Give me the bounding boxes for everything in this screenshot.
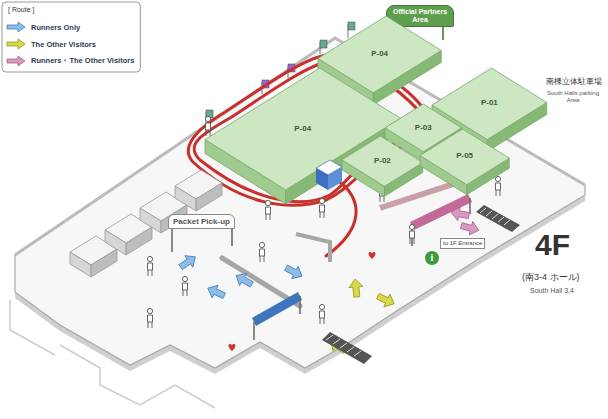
legend-arrow (6, 55, 26, 67)
kiosk-left (316, 168, 328, 190)
sign-text: Packet Pick-up (173, 217, 230, 226)
booth-label: P-01 (481, 99, 498, 108)
flag-icon (320, 40, 327, 48)
person-figure (409, 224, 414, 244)
runner-arrow (177, 251, 200, 273)
runner-arrow (233, 269, 256, 290)
arch-sign: Official Partners Area (386, 5, 454, 27)
banner-post (299, 296, 301, 314)
floor-slab (15, 38, 585, 368)
person-figure (259, 242, 264, 262)
runner-banner (252, 292, 302, 326)
legend-arrow (6, 38, 26, 50)
label-slot: [ Route ] (8, 6, 34, 14)
lower-level-outline (10, 300, 55, 355)
map-label: South Hall 3,4 (530, 287, 574, 295)
banner-post (469, 198, 471, 214)
info-icon: i (425, 251, 439, 265)
person-figure (147, 308, 152, 328)
map-label: 4F (535, 230, 570, 260)
person-figure (205, 116, 210, 136)
map-label: (南3-4 ホール) (522, 272, 580, 282)
escalator-steps (326, 335, 361, 356)
flag-icon (348, 22, 355, 30)
booth-block: P-02 (342, 136, 423, 196)
map-label: [ Route ] (8, 6, 34, 14)
person-figure (495, 176, 500, 196)
shared-arrows (450, 206, 481, 238)
visitor-arrow (348, 278, 364, 297)
booth-label: P-02 (374, 157, 391, 166)
escalator (322, 205, 520, 364)
booth-label: P-04 (371, 50, 388, 59)
map-label: 南棟立体駐車場 (546, 78, 602, 87)
shared-arrow (450, 206, 470, 223)
person-figure (319, 198, 324, 218)
legend-row: Runners・The Other Visitors (6, 55, 134, 67)
label-slot: South Hall 3,4 (530, 287, 574, 295)
escalator-steps (480, 208, 510, 225)
legend-frame (2, 2, 140, 72)
booth-top (420, 129, 509, 185)
booth-shape (420, 129, 509, 195)
legend-arrow-shape (7, 22, 25, 32)
legend-text: Runners Only (31, 23, 80, 32)
legend-text: Runners・The Other Visitors (31, 56, 134, 66)
legend-arrow-shape (7, 39, 25, 49)
escalator-body (476, 205, 520, 232)
booth-label: P-04 (294, 125, 311, 134)
person-figure (265, 200, 270, 220)
label-slot: South Halls parking Area (546, 90, 600, 104)
partition-wall (296, 234, 330, 262)
legend-arrow (6, 21, 26, 33)
runner-arrow (205, 282, 227, 302)
booth-block: P-05 (420, 129, 509, 195)
lower-level-outline (60, 345, 215, 408)
booth-top (342, 136, 423, 186)
label-slot: to 1F Entrance (440, 238, 485, 249)
runner-arrow (283, 262, 305, 283)
direction-tag: to 1F Entrance (440, 238, 485, 249)
person-figure (182, 276, 187, 296)
legend-text: The Other Visitors (31, 40, 96, 49)
label-slot: 4F (535, 230, 570, 260)
display-block (175, 170, 222, 211)
kiosk-right (328, 167, 342, 190)
arch-sign: Packet Pick-up (168, 214, 235, 229)
legend-row: The Other Visitors (6, 38, 96, 50)
banner-post (253, 322, 255, 340)
booth-label: P-03 (415, 124, 432, 133)
legend-row: Runners Only (6, 21, 80, 33)
heart-icon (369, 252, 376, 259)
map-label: South Halls parking Area (546, 90, 600, 104)
runner-arrows (177, 251, 306, 302)
kiosk-top (316, 160, 342, 175)
sign-text: Official Partners Area (391, 8, 449, 24)
person-figure (147, 256, 152, 276)
legend-arrow-shape (7, 56, 25, 66)
label-slot: 南棟立体駐車場 (546, 78, 602, 87)
label-slot: i (425, 251, 439, 265)
booth-shape (342, 136, 423, 196)
sign-post (171, 226, 173, 252)
escalator-body (322, 332, 372, 364)
label-slot: (南3-4 ホール) (522, 272, 580, 282)
heart-icon (229, 344, 236, 351)
booth-label: P-05 (456, 152, 473, 161)
visitor-arrow (375, 290, 397, 310)
person-figure (319, 304, 324, 324)
shared-arrow (459, 219, 480, 237)
